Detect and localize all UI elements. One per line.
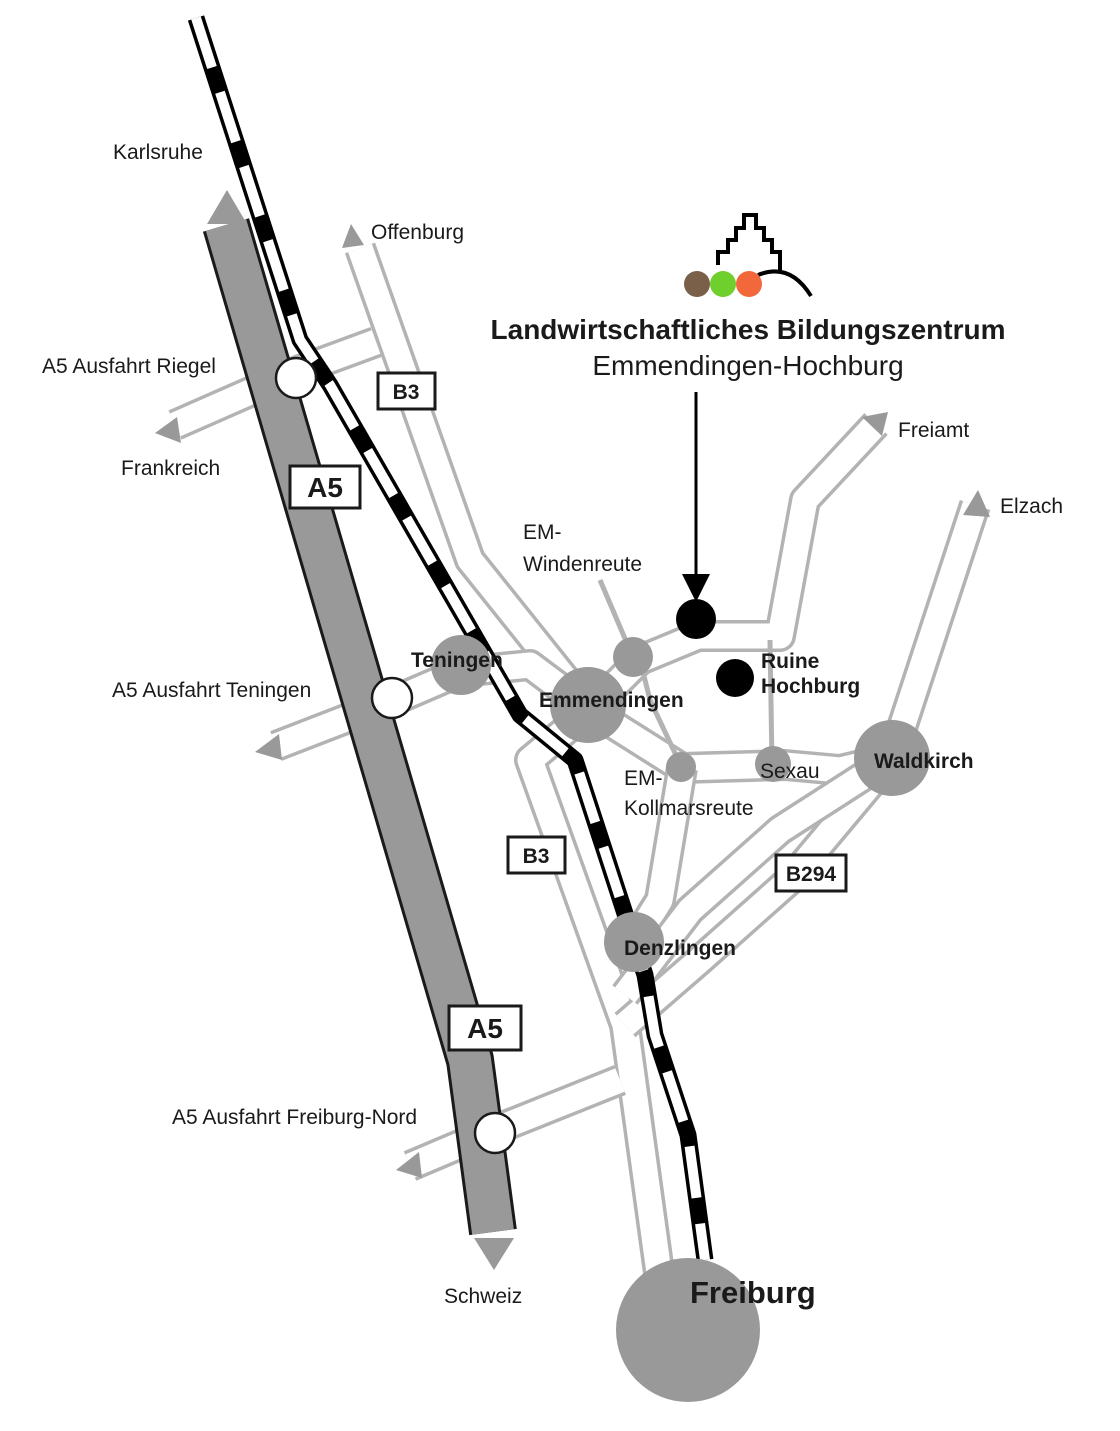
label-exit-riegel: A5 Ausfahrt Riegel [42,355,216,378]
label-ruine-1: Ruine [761,650,819,673]
label-sexau: Sexau [760,760,820,783]
ruine-hochburg-dot [716,659,754,697]
logo-arc-icon [757,269,813,298]
exit-markers [274,356,517,1155]
label-ruine-2: Hochburg [761,675,860,698]
b3-shield-north: B3 [376,371,437,411]
town-sexau-dot [755,746,791,782]
exit-freiburg-nord-marker [473,1111,517,1155]
b3-shield-south-label: B3 [523,845,550,868]
a5-shield-north-label: A5 [307,472,343,503]
arrow-a5-north-icon [207,190,247,224]
a5-shield-south: A5 [447,1004,523,1052]
logo-dot-green-icon [710,271,736,297]
label-exit-freiburg-nord: A5 Ausfahrt Freiburg-Nord [172,1106,417,1129]
a5-shield-north: A5 [288,464,362,510]
destination-bildungszentrum-dot [676,599,716,639]
b3-shield-north-label: B3 [393,381,420,404]
label-kollmarsreute-1: EM- [624,767,663,790]
institution-location: Emmendingen-Hochburg [592,350,903,381]
institution-logo [684,213,813,298]
destination-arrow-icon [682,574,710,602]
town-teningen-dot [431,635,491,695]
label-teningen: Teningen [411,649,503,672]
arrow-teningen-west-icon [255,734,282,760]
b3-shield-south: B3 [506,835,567,875]
label-kollmarsreute-2: Kollmarsreute [624,797,754,820]
exit-teningen-marker [370,676,414,720]
label-emmendingen: Emmendingen [539,689,684,712]
arrow-freiamt-icon [862,412,888,436]
label-exit-teningen: A5 Ausfahrt Teningen [112,679,311,702]
label-karlsruhe: Karlsruhe [113,141,203,164]
b294-shield: B294 [774,853,848,893]
label-windenreute-2: Windenreute [523,553,642,576]
destination-markers [676,392,754,697]
arrow-offenburg-icon [342,224,364,248]
town-waldkirch-dot [854,720,930,796]
railway [187,15,714,1262]
exit-riegel-marker [274,356,318,400]
towns [431,635,930,1402]
logo-dot-brown-icon [684,271,710,297]
town-freiburg-dot [616,1258,760,1402]
label-offenburg: Offenburg [371,221,464,244]
arrow-frankreich-icon [155,417,181,443]
label-freiburg: Freiburg [690,1275,816,1310]
a5-shield-south-label: A5 [467,1013,503,1044]
arrow-elzach-icon [963,490,990,517]
town-emmendingen-dot [550,667,626,743]
logo-dot-orange-icon [736,271,762,297]
arrow-a5-south-icon [474,1238,514,1270]
label-waldkirch: Waldkirch [874,750,974,773]
label-windenreute-1: EM- [523,521,562,544]
autobahn-a5 [202,218,517,1236]
label-elzach: Elzach [1000,495,1063,518]
town-kollmarsreute-dot [666,752,696,782]
label-freiamt: Freiamt [898,419,969,442]
labels: Landwirtschaftliches Bildungszentrum Emm… [42,141,1063,1310]
arrow-freiburg-nord-west-icon [396,1152,422,1178]
b294-shield-label: B294 [786,863,837,886]
direction-arrows [155,190,990,1270]
town-denzlingen-dot [604,912,664,972]
label-schweiz: Schweiz [444,1285,522,1308]
label-denzlingen: Denzlingen [624,937,736,960]
label-frankreich: Frankreich [121,457,220,480]
town-windenreute-dot [613,637,653,677]
logo-roofline-icon [716,213,782,270]
institution-name: Landwirtschaftliches Bildungszentrum [491,314,1006,345]
road-shields: A5 A5 B3 B3 B294 [288,371,848,1052]
